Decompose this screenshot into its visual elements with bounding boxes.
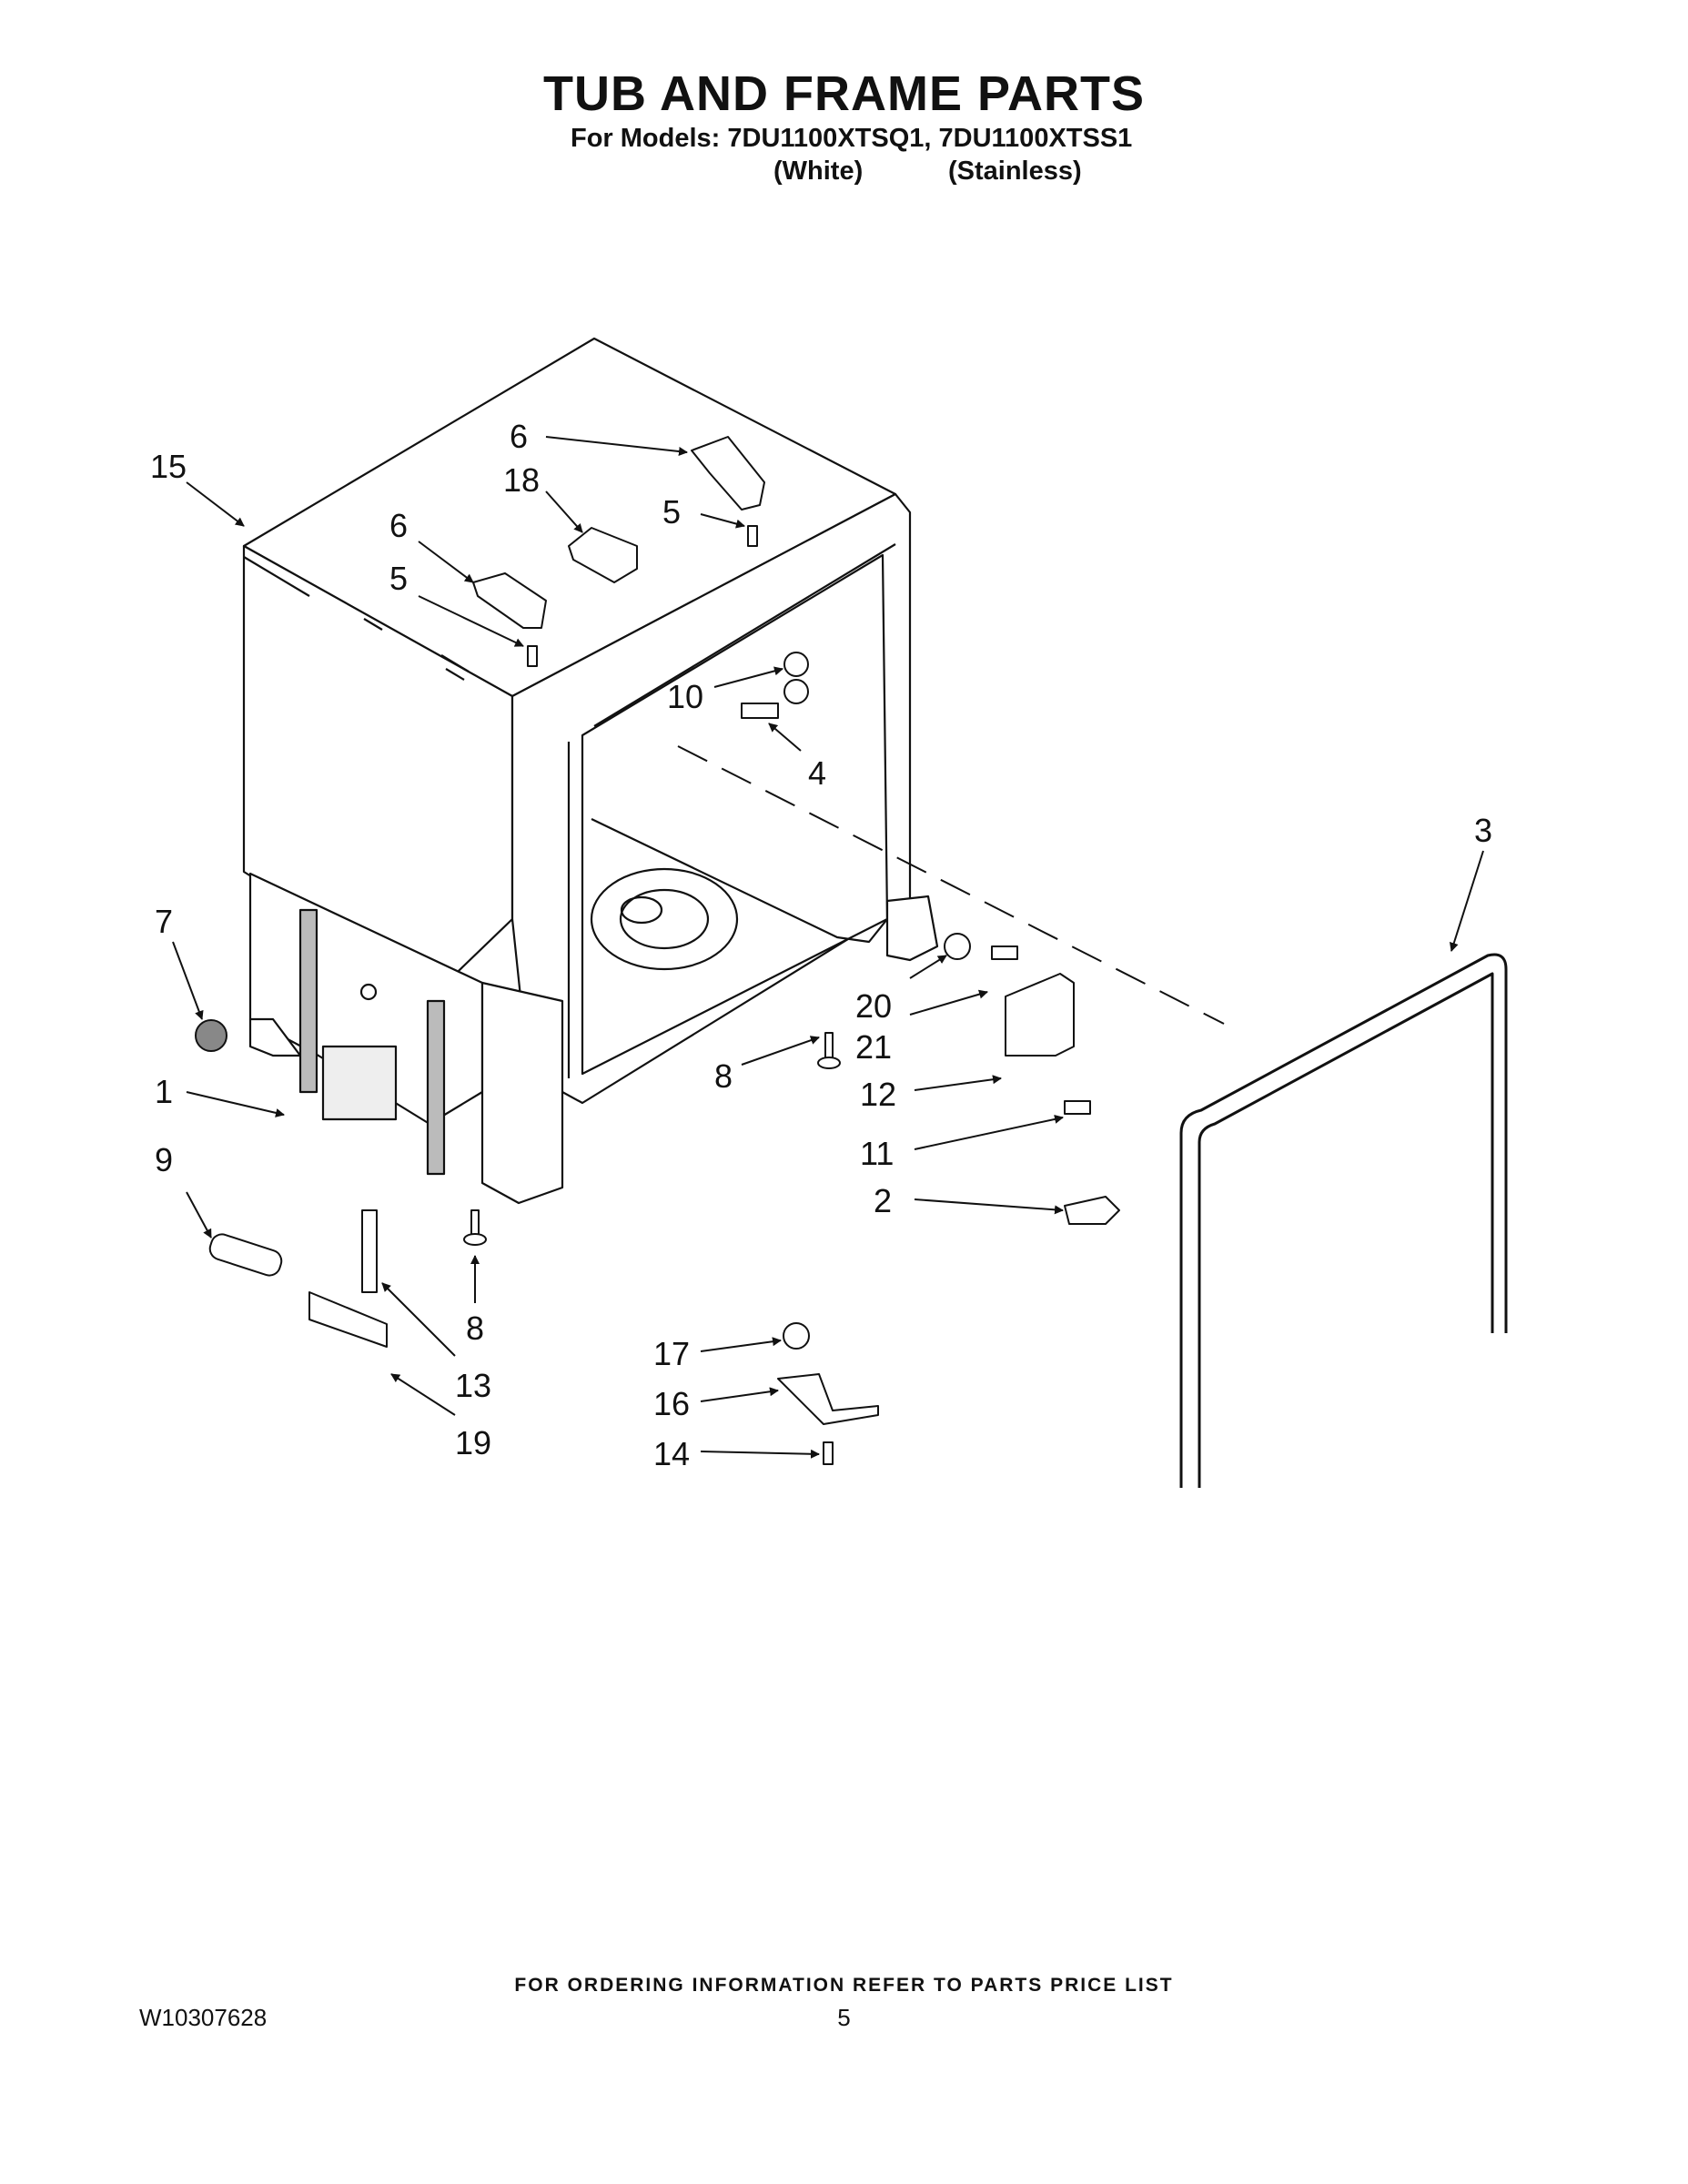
clip-part-18 (568, 527, 638, 583)
callout-5-left: 5 (389, 560, 408, 597)
callout-labels: 15 6 18 5 6 5 10 4 3 7 1 9 8 20 21 12 11… (150, 418, 1492, 1472)
callout-21: 21 (855, 1028, 892, 1066)
callout-8-bottom: 8 (466, 1309, 484, 1347)
spring-part-9 (208, 1233, 283, 1277)
screw-part-11 (1064, 1100, 1091, 1115)
screw-part-5a (747, 525, 758, 547)
variant-stainless: (Stainless) (948, 157, 1082, 186)
page-number: 5 (837, 2004, 851, 2031)
document-number: W10307628 (139, 2004, 268, 2031)
callout-11: 11 (860, 1135, 894, 1172)
callout-12: 12 (860, 1076, 896, 1113)
bolt-part-4 (741, 703, 779, 719)
switch-part-17 (783, 1322, 810, 1350)
callout-2: 2 (874, 1182, 892, 1219)
variant-white: (White) (773, 157, 864, 186)
strip-part-13 (361, 1209, 378, 1293)
callout-7: 7 (155, 903, 173, 940)
callout-8-right: 8 (714, 1057, 733, 1095)
callout-19: 19 (455, 1424, 491, 1461)
washer-part-20 (944, 933, 971, 960)
loose-parts (195, 436, 1508, 1488)
screw-part-21 (991, 945, 1018, 960)
dash-guideline (677, 745, 1225, 1025)
callout-9: 9 (155, 1141, 173, 1178)
plug-part-7 (195, 1019, 227, 1052)
callout-13: 13 (455, 1367, 491, 1404)
ordering-note: FOR ORDERING INFORMATION REFER TO PARTS … (514, 1975, 1174, 1996)
bracket-part-16 (777, 1373, 879, 1425)
hinge-part-10a (783, 652, 809, 677)
callout-5-top: 5 (662, 493, 681, 531)
models-line: For Models: 7DU1100XTSQ1, 7DU1100XTSS1 (571, 124, 1133, 153)
callout-20: 20 (855, 987, 892, 1025)
callout-1: 1 (155, 1073, 173, 1110)
hinge-part-10b (783, 679, 809, 704)
callout-16: 16 (653, 1385, 690, 1422)
cover-part-19 (308, 1291, 388, 1348)
callout-14: 14 (653, 1435, 690, 1472)
tub-assembly (242, 337, 939, 1205)
callout-6-left: 6 (389, 507, 408, 544)
screw-part-14 (823, 1441, 834, 1465)
callout-18: 18 (503, 461, 540, 499)
callout-4: 4 (808, 754, 826, 792)
latch-part-2 (1064, 1196, 1120, 1225)
leader-lines (172, 436, 1484, 1459)
callout-15: 15 (150, 448, 187, 485)
callout-3: 3 (1474, 812, 1492, 849)
leg-part-8a (824, 1032, 834, 1061)
bracket-part-12 (1005, 973, 1075, 1057)
callout-17: 17 (653, 1335, 690, 1372)
bracket-part-6b (472, 572, 547, 629)
bracket-part-6a (691, 436, 765, 511)
page-title: TUB AND FRAME PARTS (543, 66, 1145, 121)
callout-6-top: 6 (510, 418, 528, 455)
screw-part-5b (527, 645, 538, 667)
callout-10: 10 (667, 678, 703, 715)
gasket-part-3 (1179, 953, 1508, 1488)
